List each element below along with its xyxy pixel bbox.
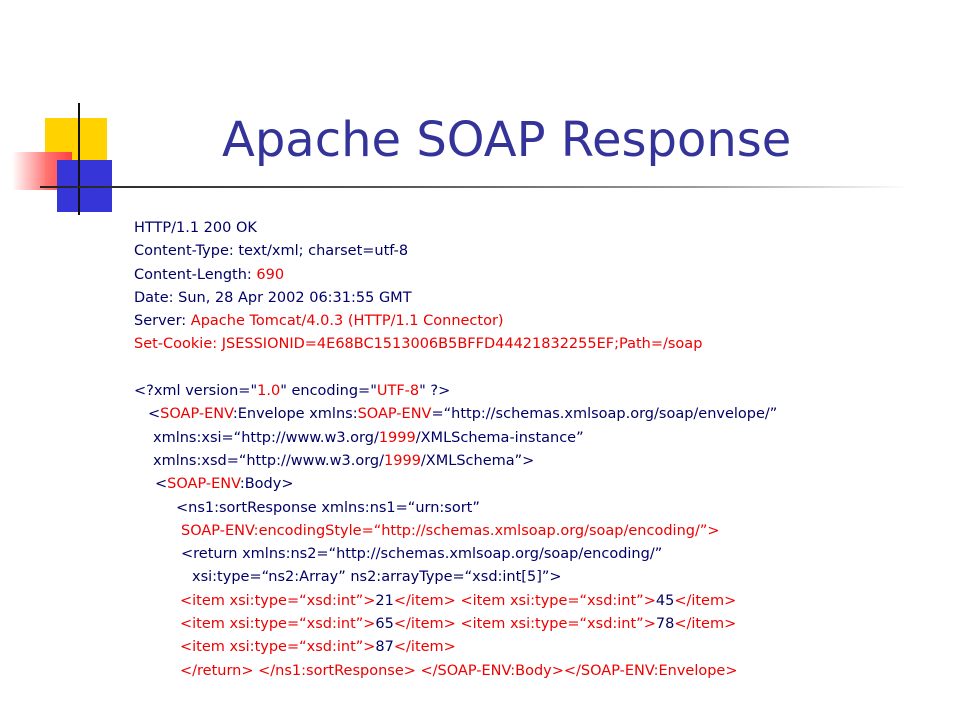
content-length-key: Content-Length: <box>134 266 257 283</box>
body-open-line: <SOAP-ENV:Body> <box>134 473 934 496</box>
encoding-style-line: SOAP-ENV:encodingStyle=“http://schemas.x… <box>134 520 934 543</box>
server-value: Apache Tomcat/4.0.3 (HTTP/1.1 Connector) <box>190 313 504 330</box>
xsd-post: /XMLSchema”> <box>420 452 535 469</box>
item-close-tag: </item> <box>674 616 737 633</box>
return-open-line: <return xmlns:ns2=“http://schemas.xmlsoa… <box>134 543 934 566</box>
slide-title: Apache SOAP Response <box>222 112 792 168</box>
return-type-line: xsi:type=“ns2:Array” ns2:arrayType=“xsd:… <box>134 566 934 589</box>
set-cookie-line: Set-Cookie: JSESSIONID=4E68BC1513006B5BF… <box>134 333 934 356</box>
xsi-pre: xmlns:xsi=“http://www.w3.org/ <box>153 429 379 446</box>
return-type-text: xsi:type=“ns2:Array” ns2:arrayType=“xsd:… <box>192 569 562 586</box>
body-prefix: SOAP-ENV <box>167 476 240 493</box>
envelope-mid: :Envelope xmlns: <box>232 406 358 423</box>
body-lt: < <box>155 476 168 493</box>
date-line: Date: Sun, 28 Apr 2002 06:31:55 GMT <box>134 287 934 310</box>
sort-response-close-tag: </ns1:sortResponse> <box>258 662 416 679</box>
xml-encoding-value: UTF-8 <box>376 383 420 400</box>
return-open-text: <return xmlns:ns2=“http://schemas.xmlsoa… <box>181 546 663 563</box>
content-length-line: Content-Length: 690 <box>134 264 934 287</box>
envelope-ns-prefix: SOAP-ENV <box>357 406 432 423</box>
http-status-line: HTTP/1.1 200 OK <box>134 217 934 240</box>
xsi-post: /XMLSchema-instance” <box>415 429 584 446</box>
items-line-3: <item xsi:type=“xsd:int”>87</item> <box>134 636 934 659</box>
slide-body: HTTP/1.1 200 OK Content-Type: text/xml; … <box>134 217 934 683</box>
xml-decl-open: <?xml version=" <box>134 383 258 400</box>
item-open-tag: <item xsi:type=“xsd:int”> <box>180 616 376 633</box>
xml-version-value: 1.0 <box>257 383 281 400</box>
item-open-tag: <item xsi:type=“xsd:int”> <box>180 639 376 656</box>
envelope-open-line: <SOAP-ENV:Envelope xmlns:SOAP-ENV=“http:… <box>134 403 934 426</box>
item-close-tag: </item> <box>393 639 456 656</box>
envelope-close-tag: </SOAP-ENV:Envelope> <box>563 662 738 679</box>
server-line: Server: Apache Tomcat/4.0.3 (HTTP/1.1 Co… <box>134 310 934 333</box>
status-text: HTTP/1.1 200 OK <box>134 220 257 236</box>
encoding-style-text: SOAP-ENV:encodingStyle=“http://schemas.x… <box>181 522 720 539</box>
xmlns-xsd-line: xmlns:xsd=“http://www.w3.org/1999/XMLSch… <box>134 450 934 473</box>
items-line-1: <item xsi:type=“xsd:int”>21</item> <item… <box>134 590 934 613</box>
xml-decl-mid: " encoding=" <box>280 383 377 400</box>
date-text: Date: Sun, 28 Apr 2002 06:31:55 GMT <box>134 289 412 306</box>
envelope-prefix: SOAP-ENV <box>160 406 233 423</box>
xml-decl-close: " ?> <box>419 383 451 400</box>
set-cookie-text: Set-Cookie: JSESSIONID=4E68BC1513006B5BF… <box>134 336 703 353</box>
content-length-value: 690 <box>256 266 285 283</box>
envelope-ns-uri: =“http://schemas.xmlsoap.org/soap/envelo… <box>431 406 778 423</box>
xsd-pre: xmlns:xsd=“http://www.w3.org/ <box>153 452 385 469</box>
item-value-78: 78 <box>655 616 675 633</box>
xsi-year: 1999 <box>378 429 416 446</box>
title-underline <box>40 186 910 188</box>
item-open-tag: <item xsi:type=“xsd:int”> <box>460 592 656 609</box>
item-value-87: 87 <box>375 639 394 656</box>
item-value-65: 65 <box>375 616 394 633</box>
item-open-tag: <item xsi:type=“xsd:int”> <box>460 616 656 633</box>
item-value-45: 45 <box>655 592 675 609</box>
item-value-21: 21 <box>375 592 394 609</box>
envelope-lt: < <box>148 406 161 423</box>
return-close-tag: </return> <box>180 662 254 679</box>
item-close-tag: </item> <box>393 616 456 633</box>
body-close-tag: </SOAP-ENV:Body> <box>420 662 564 679</box>
item-close-tag: </item> <box>393 592 456 609</box>
item-open-tag: <item xsi:type=“xsd:int”> <box>180 592 376 609</box>
items-line-2: <item xsi:type=“xsd:int”>65</item> <item… <box>134 613 934 636</box>
server-key: Server: <box>134 313 191 330</box>
xml-declaration-line: <?xml version="1.0" encoding="UTF-8" ?> <box>134 380 934 403</box>
closing-tags-line: </return> </ns1:sortResponse> </SOAP-ENV… <box>134 660 934 683</box>
logo-vertical-line <box>78 103 80 215</box>
body-rest: :Body> <box>239 476 294 493</box>
item-close-tag: </item> <box>674 592 737 609</box>
sort-response-open-line: <ns1:sortResponse xmlns:ns1=“urn:sort” <box>134 497 934 520</box>
xsd-year: 1999 <box>384 452 421 469</box>
blank-line <box>134 357 934 380</box>
sort-response-open: <ns1:sortResponse xmlns:ns1=“urn:sort” <box>176 499 480 516</box>
xmlns-xsi-line: xmlns:xsi=“http://www.w3.org/1999/XMLSch… <box>134 427 934 450</box>
content-type-text: Content-Type: text/xml; charset=utf-8 <box>134 243 409 260</box>
content-type-line: Content-Type: text/xml; charset=utf-8 <box>134 240 934 263</box>
